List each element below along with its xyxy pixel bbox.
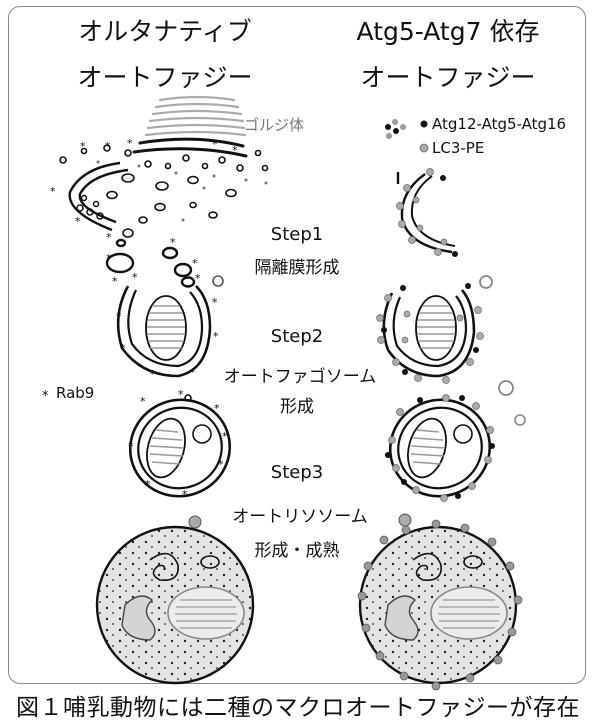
svg-text:*: * xyxy=(222,430,228,443)
golgi-dark-cisternae xyxy=(134,139,246,156)
rab9-legend-star: * xyxy=(42,389,49,404)
right-closed-autophagosome xyxy=(377,386,504,510)
right-column-title-line2: オートファジー xyxy=(360,63,535,92)
phagophore-formation-label: 隔離膜形成 xyxy=(255,258,340,278)
rab9-legend-label: Rab9 xyxy=(56,384,94,402)
svg-text:*: * xyxy=(120,342,126,355)
autolysosome-label-2: 形成・成熟 xyxy=(255,540,340,561)
autophagosome-label-2: 形成 xyxy=(280,397,314,417)
svg-text:*: * xyxy=(105,140,111,153)
golgi-apparatus xyxy=(146,97,245,135)
golgi-vesicles xyxy=(60,145,268,237)
svg-text:*: * xyxy=(192,257,198,270)
svg-text:*: * xyxy=(232,144,238,157)
atg-complex-legend-dots xyxy=(385,119,406,139)
svg-text:*: * xyxy=(132,271,138,284)
svg-text:*: * xyxy=(116,310,122,323)
right-vesicle-2 xyxy=(499,381,513,395)
left-forming-autophagosome xyxy=(118,286,210,376)
svg-text:*: * xyxy=(182,488,188,501)
right-vesicle-3 xyxy=(515,415,525,425)
svg-text:*: * xyxy=(145,478,151,491)
left-closed-autophagosome xyxy=(117,386,244,510)
svg-text:*: * xyxy=(127,137,133,150)
lc3-legend-label: LC3-PE xyxy=(432,139,484,157)
svg-text:*: * xyxy=(214,402,220,415)
step1-label: Step1 xyxy=(271,224,323,245)
step2-label: Step2 xyxy=(271,326,323,347)
autophagosome-label-1: オートファゴソーム xyxy=(224,366,377,387)
svg-text:*: * xyxy=(50,185,56,198)
svg-text:*: * xyxy=(112,275,118,288)
svg-text:*: * xyxy=(218,458,224,471)
lc3-legend-marker xyxy=(420,144,428,152)
left-column-title-line2: オートファジー xyxy=(77,63,252,92)
left-autolysosome xyxy=(97,527,253,683)
svg-text:*: * xyxy=(75,215,81,228)
svg-text:*: * xyxy=(190,366,196,379)
svg-text:*: * xyxy=(195,272,201,285)
golgi-label: ゴルジ体 xyxy=(244,116,304,134)
left-column-title-line1: オルタナティブ xyxy=(78,17,252,46)
left-phagophore xyxy=(107,240,223,287)
figure-caption: 図１哺乳動物には二種のマクロオートファジーが存在 xyxy=(16,688,580,722)
svg-text:*: * xyxy=(150,368,156,381)
svg-text:*: * xyxy=(106,231,112,244)
svg-text:*: * xyxy=(213,330,219,343)
svg-text:*: * xyxy=(106,252,112,265)
atg-complex-legend-label: Atg12-Atg5-Atg16 xyxy=(432,115,566,133)
svg-text:*: * xyxy=(178,388,184,401)
svg-text:*: * xyxy=(212,296,218,309)
svg-text:*: * xyxy=(140,395,146,408)
right-autolysosome xyxy=(358,520,522,690)
right-phagophore xyxy=(397,169,459,258)
svg-text:*: * xyxy=(170,236,176,249)
autolysosome-label-1: オートリソソーム xyxy=(232,507,368,527)
svg-text:*: * xyxy=(128,440,134,453)
svg-text:*: * xyxy=(212,138,218,151)
step3-label: Step3 xyxy=(271,462,323,483)
right-vesicle-1 xyxy=(480,276,492,288)
atg-complex-legend-marker xyxy=(421,121,428,128)
right-column-title-line1: Atg5-Atg7 依存 xyxy=(357,17,540,46)
svg-text:*: * xyxy=(80,140,86,153)
right-forming-autophagosome xyxy=(377,283,484,384)
